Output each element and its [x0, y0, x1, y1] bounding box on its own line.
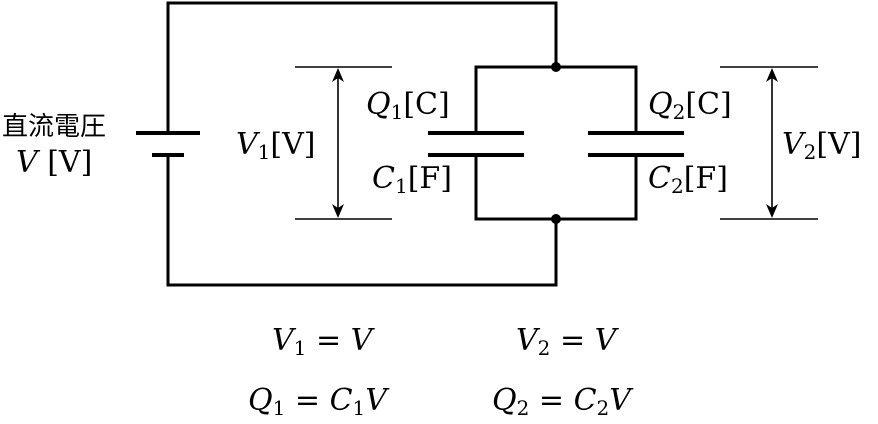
q1-label: Q1[C]: [366, 87, 450, 124]
eq2-rhs: V: [594, 323, 617, 358]
c2-label: C2[F]: [648, 161, 728, 198]
q2-symbol: Q: [648, 87, 673, 122]
v1-arrow-down-icon: [332, 204, 344, 218]
eq3-rhs-sub: 1: [352, 396, 366, 420]
q1-unit: [C]: [403, 87, 450, 122]
v2-label: V2[V]: [782, 127, 862, 164]
equation-q2: Q2 = C2V: [492, 383, 631, 420]
eq4-rhs-a: C: [573, 383, 597, 418]
equation-v2: V2 = V: [516, 323, 617, 360]
v2-unit: [V]: [816, 127, 862, 162]
c2-unit: [F]: [683, 161, 728, 196]
source-voltage-label: V [V]: [16, 148, 92, 178]
eq1-rhs: V: [350, 323, 373, 358]
eq4-op: =: [538, 383, 565, 418]
eq1-op: =: [315, 323, 342, 358]
top-wire: [166, 1, 558, 135]
eq1-lhs: V: [272, 323, 294, 358]
q1-subscript: 1: [390, 100, 404, 124]
eq1-lhs-sub: 1: [293, 336, 307, 360]
eq4-lhs: Q: [492, 383, 517, 418]
v1-arrow-up-icon: [332, 68, 344, 82]
v2-subscript: 2: [803, 140, 817, 164]
c2-symbol: C: [648, 161, 671, 196]
lower-branch-wire: [474, 153, 638, 221]
c1-subscript: 1: [394, 174, 408, 198]
top-junction: [551, 62, 561, 72]
v1-subscript: 1: [257, 140, 271, 164]
eq3-lhs-sub: 1: [272, 396, 286, 420]
eq3-op: =: [294, 383, 321, 418]
equation-q1: Q1 = C1V: [248, 383, 387, 420]
upper-branch-wire: [474, 65, 638, 135]
v2-arrow-down-icon: [766, 204, 778, 218]
eq4-lhs-sub: 2: [516, 396, 530, 420]
v1-unit: [V]: [270, 127, 316, 162]
eq4-rhs-b: V: [609, 383, 631, 418]
eq3-rhs-a: C: [329, 383, 353, 418]
q2-unit: [C]: [685, 87, 732, 122]
eq2-lhs: V: [516, 323, 538, 358]
eq4-rhs-sub: 2: [596, 396, 610, 420]
bottom-wire: [166, 153, 558, 287]
source-caption: 直流電圧: [2, 112, 107, 142]
q1-symbol: Q: [366, 87, 391, 122]
c1-label: C1[F]: [372, 161, 452, 198]
q2-label: Q2[C]: [648, 87, 732, 124]
c1-unit: [F]: [407, 161, 452, 196]
c2-subscript: 2: [670, 174, 684, 198]
q2-subscript: 2: [672, 100, 686, 124]
source-unit: [V]: [47, 145, 93, 180]
bottom-junction: [551, 214, 561, 224]
eq2-lhs-sub: 2: [537, 336, 551, 360]
v2-symbol: V: [782, 127, 804, 162]
c1-symbol: C: [372, 161, 395, 196]
source-symbol: V: [16, 145, 38, 180]
v2-arrow-up-icon: [766, 68, 778, 82]
v1-label: V1[V]: [236, 127, 316, 164]
eq3-rhs-b: V: [365, 383, 387, 418]
eq2-op: =: [559, 323, 586, 358]
equation-v1: V1 = V: [272, 323, 373, 360]
eq3-lhs: Q: [248, 383, 273, 418]
v1-symbol: V: [236, 127, 258, 162]
